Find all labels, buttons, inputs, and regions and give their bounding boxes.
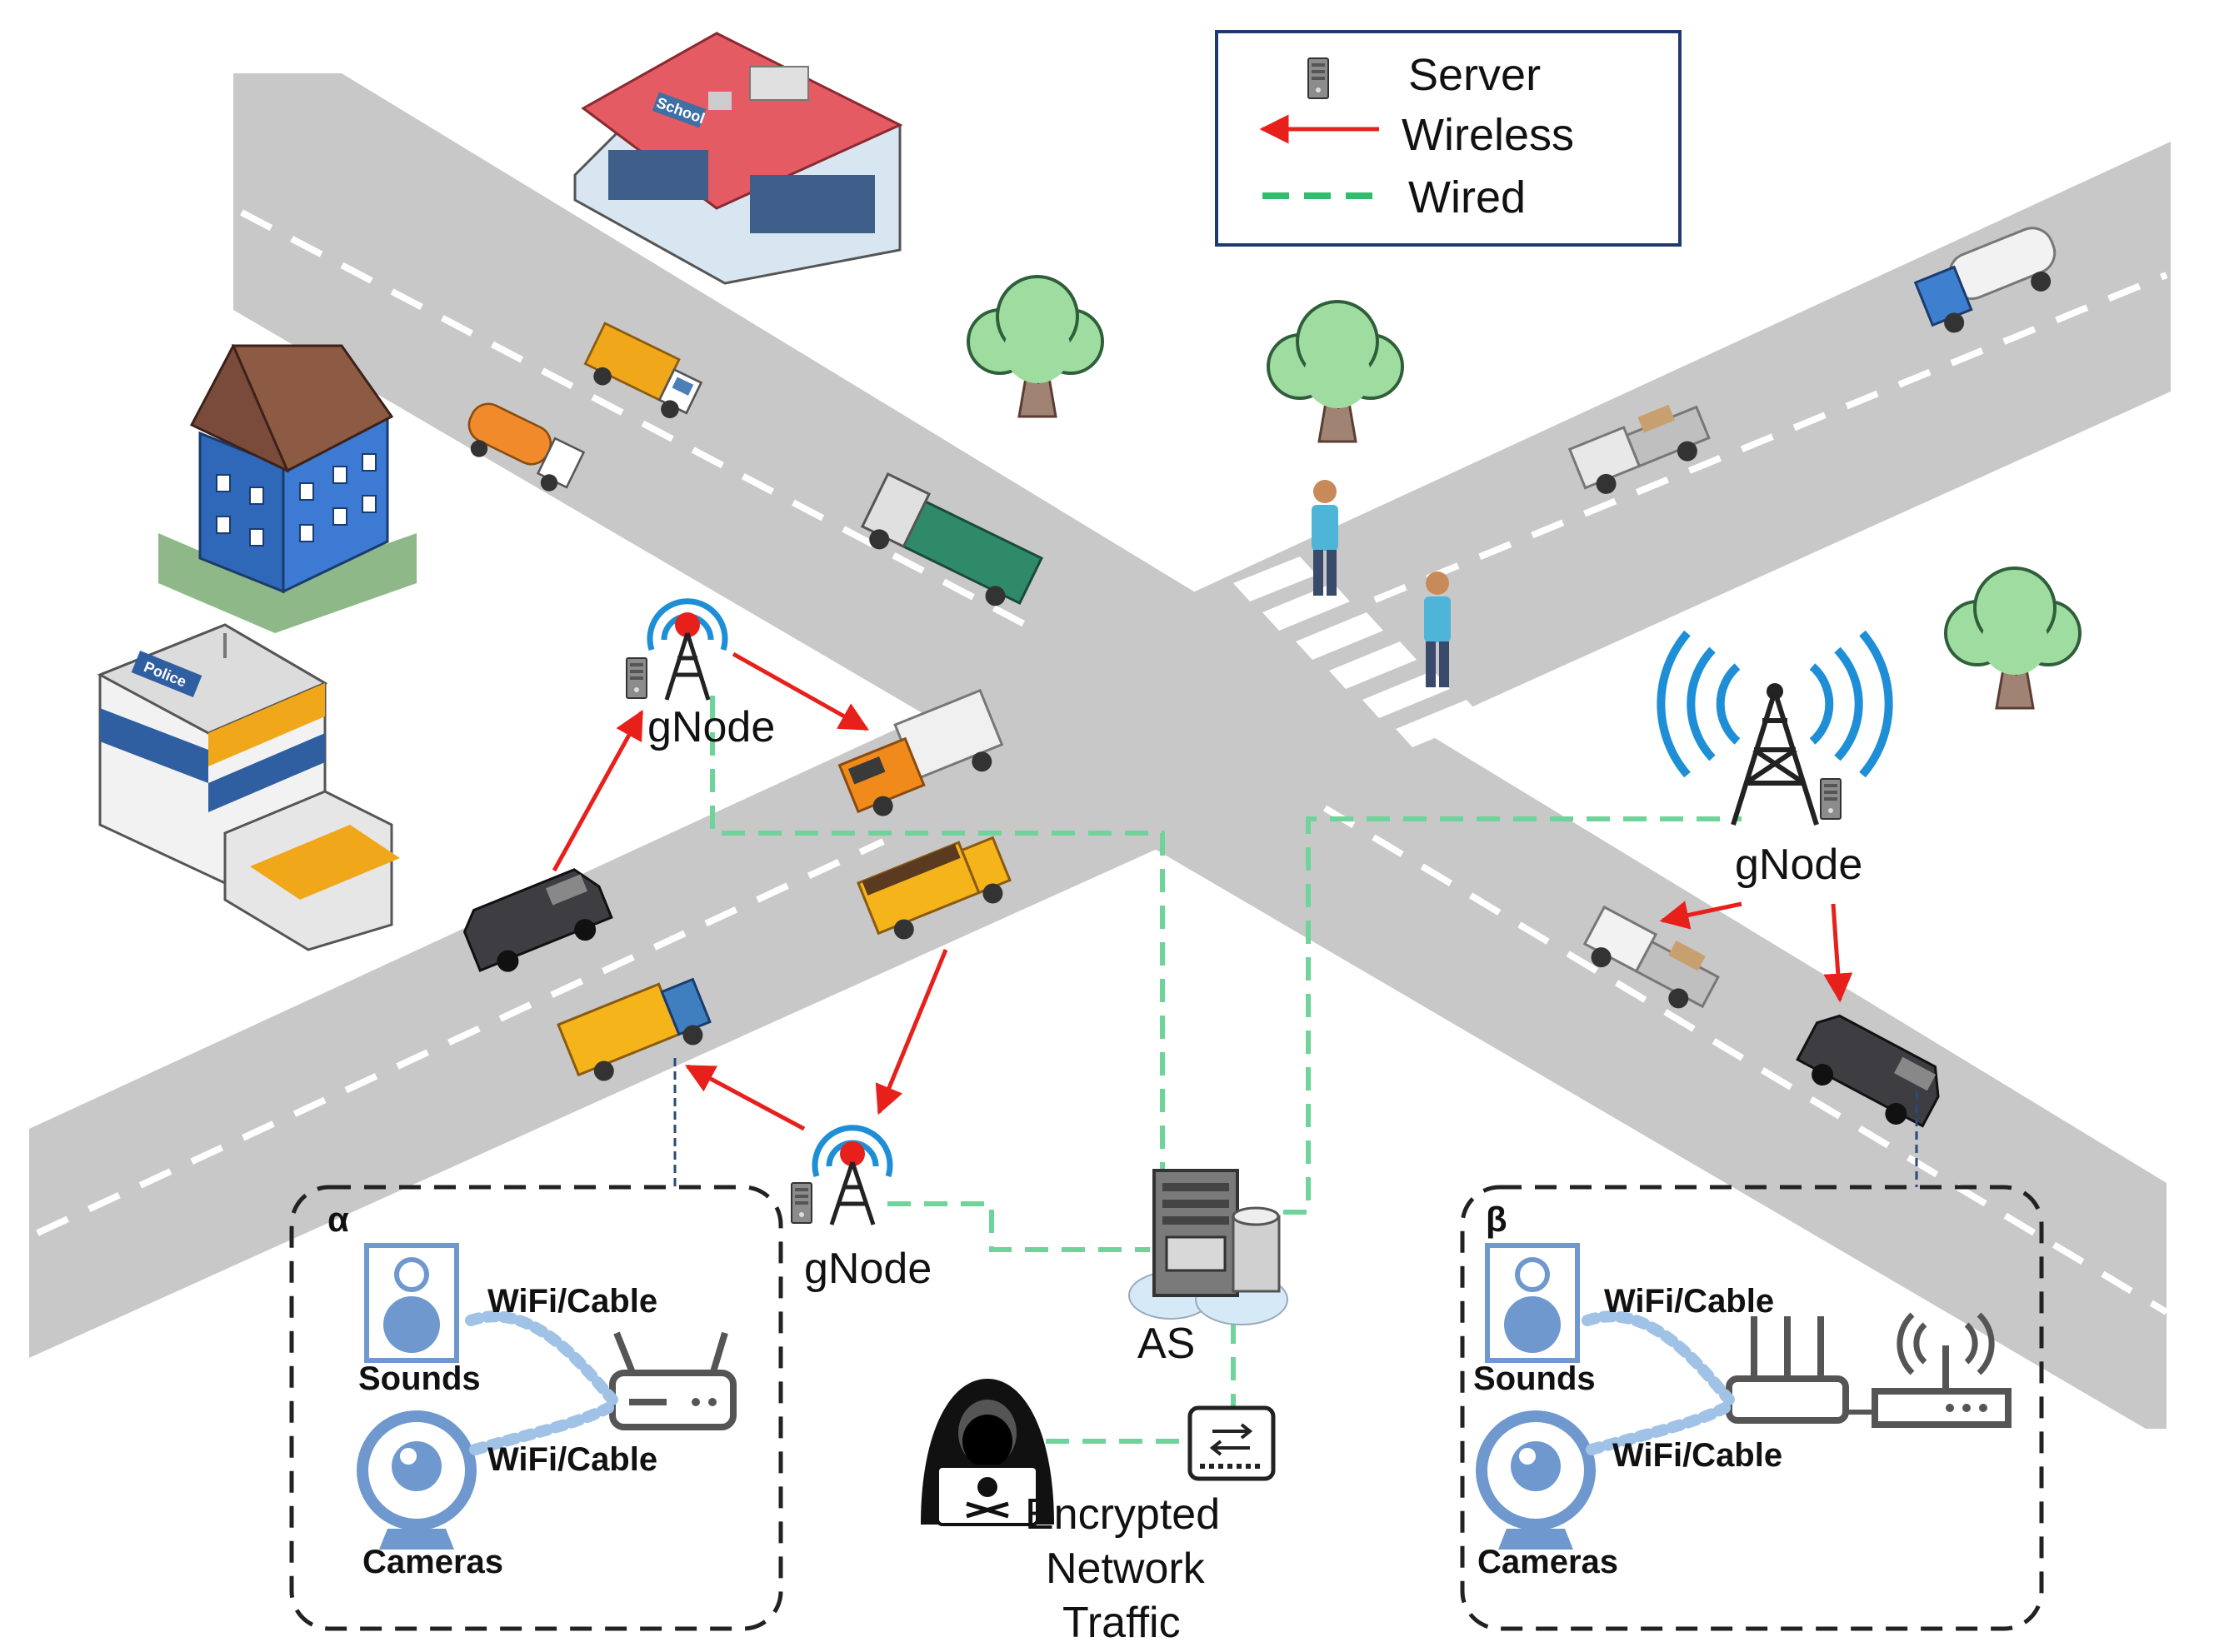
switch-icon (1187, 1405, 1276, 1481)
speaker-icon (364, 1243, 459, 1363)
server-icon (1307, 57, 1329, 99)
road-network (29, 73, 2171, 1429)
legend-server-label: Server (1408, 50, 1541, 100)
zone-beta-link-top: WiFi/Cable (1604, 1283, 1774, 1320)
attacker-label-line2: Network (1046, 1545, 1206, 1593)
gnode-label-bottom-center: gNode (804, 1245, 932, 1293)
wired-links (710, 696, 1742, 1444)
zone-alpha-title: α (327, 1200, 349, 1239)
vehicle-pickup-right (1582, 905, 1720, 1009)
legend-wired-label: Wired (1408, 172, 1526, 222)
hacker-icon (921, 1379, 1054, 1526)
zone-alpha-link-bottom: WiFi/Cable (487, 1441, 657, 1478)
gnode-tower-bottom-center: gNode (791, 1125, 932, 1293)
house-building (158, 344, 417, 633)
zone-beta: β Sounds Cameras (1460, 1185, 2044, 1631)
pedestrian (1424, 571, 1451, 687)
gnode-label-right: gNode (1735, 841, 1862, 889)
zone-alpha-sounds: Sounds (358, 1360, 481, 1397)
vehicle-dump-truck-lower (557, 977, 712, 1081)
vehicle-green-truck (860, 472, 1043, 606)
vehicle-orange-truck (837, 688, 1004, 816)
zone-beta-cameras: Cameras (1477, 1544, 1618, 1580)
vehicle-tanker-blue (1913, 227, 2057, 333)
gnode-tower-upper-left: gNode (626, 598, 775, 751)
gnode-label-upper-left: gNode (647, 703, 775, 751)
as-server: AS (1128, 1169, 1288, 1368)
vehicle-tanker (467, 402, 586, 492)
zone-beta-sounds: Sounds (1473, 1360, 1596, 1397)
pedestrian (1312, 480, 1338, 596)
legend: Server Wireless Wired (1215, 30, 1682, 247)
vehicle-dump-truck (857, 836, 1012, 940)
server-icon (1820, 778, 1842, 820)
camera-icon (357, 1410, 477, 1550)
zone-alpha-cameras: Cameras (362, 1544, 503, 1580)
as-label: AS (1137, 1320, 1195, 1368)
server-icon (791, 1182, 812, 1224)
camera-icon (1476, 1410, 1596, 1550)
zone-alpha: α Sounds Cameras WiFi/Cable WiFi/Cable (289, 1185, 783, 1631)
signal-icon (1657, 630, 1893, 778)
speaker-icon (1485, 1243, 1580, 1363)
wireless-links (552, 651, 1853, 1131)
tree-icon (1267, 300, 1404, 443)
router-icon (1726, 1316, 1849, 1424)
police-building: Police (97, 623, 400, 951)
tree-icon (1944, 566, 2082, 710)
zone-alpha-link-top: WiFi/Cable (487, 1283, 657, 1320)
attacker-label-line3: Traffic (1062, 1599, 1181, 1647)
attacker-label-line1: Encrypted (1025, 1490, 1220, 1539)
tree-icon (967, 275, 1104, 418)
wifi-cable-link (465, 1310, 618, 1455)
zone-beta-link-bottom: WiFi/Cable (1612, 1437, 1782, 1474)
router-icon (609, 1331, 737, 1430)
legend-wireless-label: Wireless (1402, 110, 1574, 160)
wifi-router-icon (1872, 1312, 2012, 1428)
school-building: School (573, 32, 903, 285)
server-icon (626, 657, 647, 699)
zone-beta-title: β (1486, 1200, 1507, 1239)
gnode-tower-right: gNode (1657, 630, 1893, 889)
wifi-cable-link (1582, 1310, 1735, 1455)
vehicle-pickup (1567, 404, 1711, 494)
